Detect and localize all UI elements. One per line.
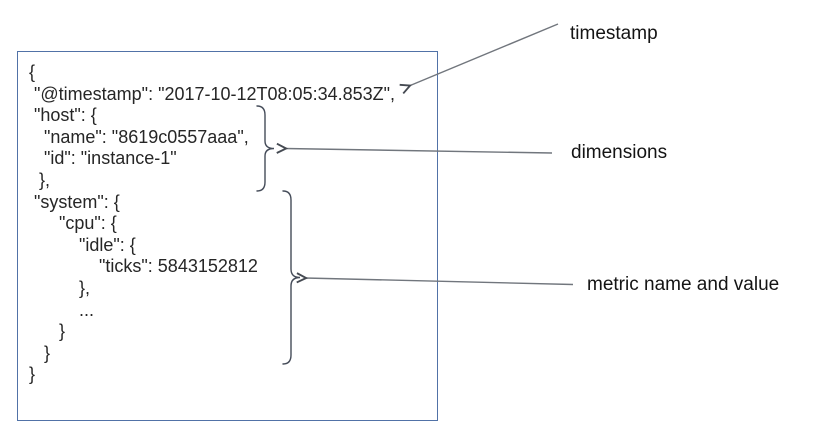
code-line-system: "system": { — [29, 191, 120, 212]
code-line-ellipsis: ... — [29, 299, 95, 320]
code-line-host-name: "name": "8619c0557aaa", — [29, 126, 249, 147]
code-line-idle: "idle": { — [29, 234, 136, 255]
code-line: } — [29, 321, 66, 342]
code-line: { — [29, 62, 36, 82]
code-line: } — [29, 364, 36, 385]
label-metric-name-and-value: metric name and value — [587, 274, 780, 295]
label-timestamp: timestamp — [570, 23, 658, 44]
json-code: { "@timestamp": "2017-10-12T08:05:34.853… — [29, 62, 395, 386]
json-event-box: { "@timestamp": "2017-10-12T08:05:34.853… — [17, 51, 438, 421]
code-line: } — [29, 342, 51, 363]
code-line: }, — [29, 169, 51, 190]
code-line-host: "host": { — [29, 105, 97, 126]
code-line-timestamp: "@timestamp": "2017-10-12T08:05:34.853Z"… — [29, 83, 396, 104]
code-line-host-id: "id": "instance-1" — [29, 148, 177, 169]
label-dimensions: dimensions — [571, 142, 668, 163]
code-line-cpu: "cpu": { — [29, 213, 117, 234]
code-line-ticks: "ticks": 5843152812 — [29, 256, 258, 277]
code-line: }, — [29, 277, 91, 298]
